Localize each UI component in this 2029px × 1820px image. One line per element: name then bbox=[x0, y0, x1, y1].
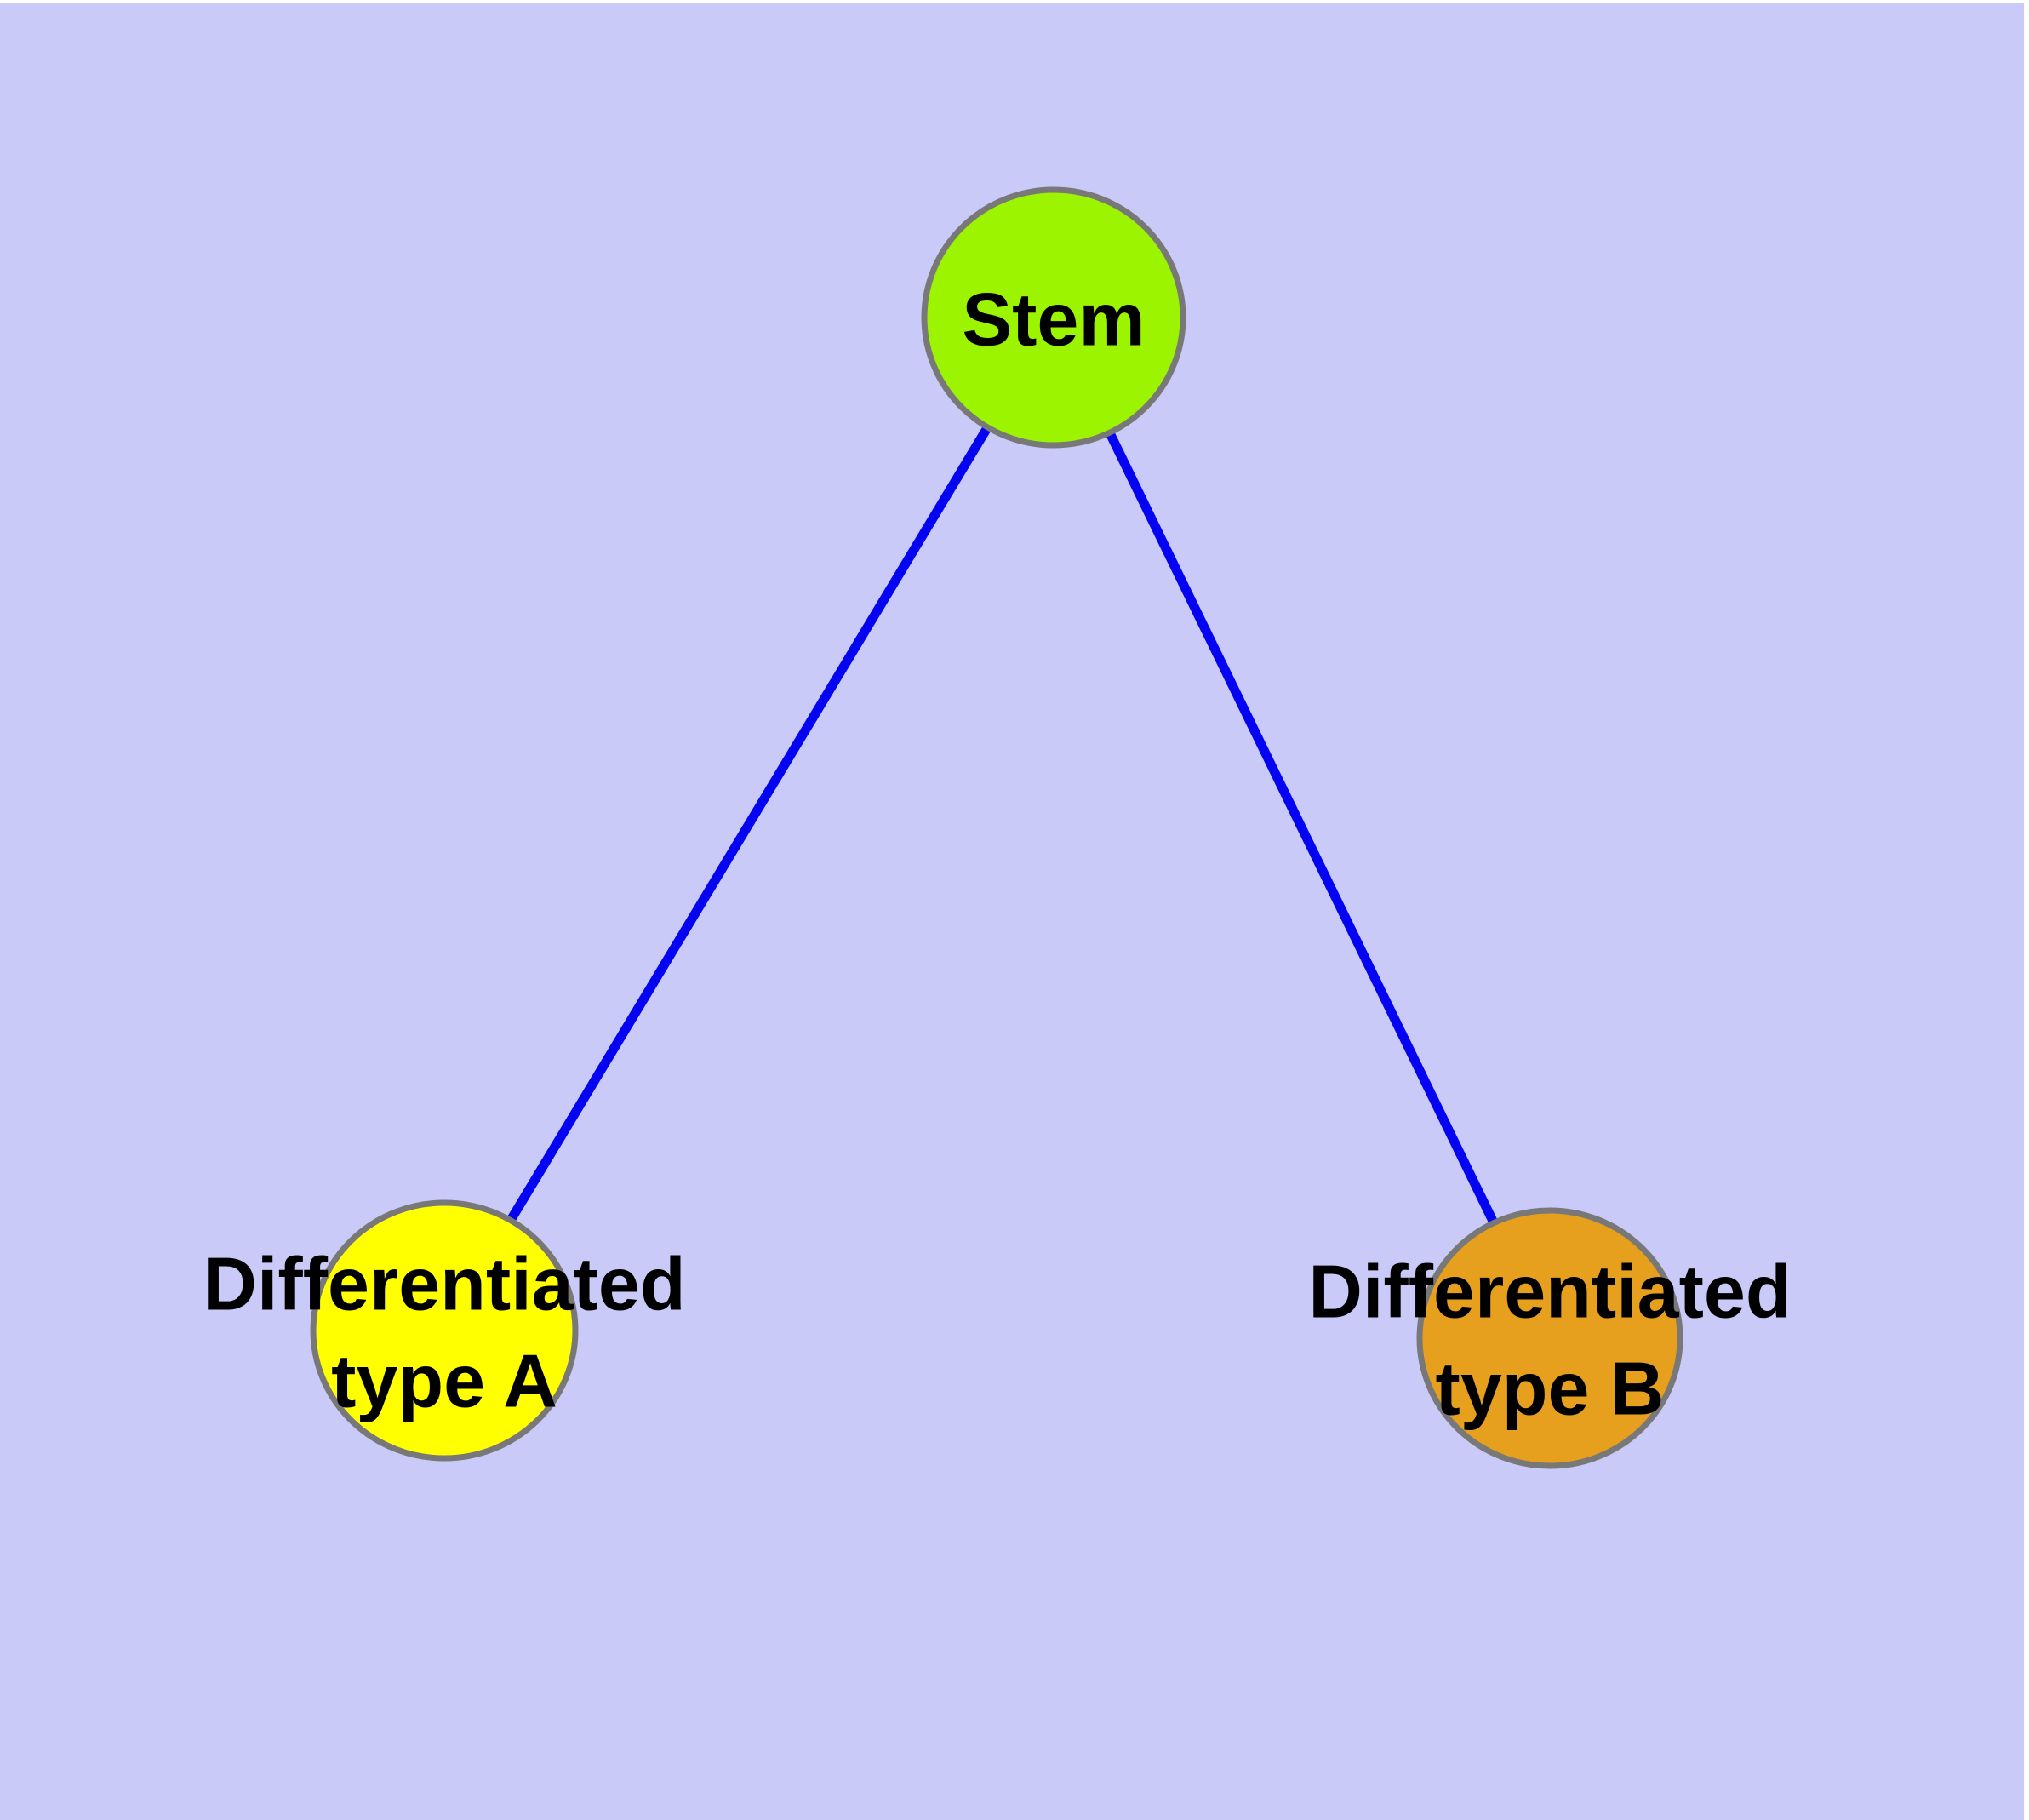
node-stem-shape bbox=[921, 186, 1186, 449]
node-diff-b-shape bbox=[1416, 1207, 1683, 1469]
node-diff-b-label-line-2: type B bbox=[1436, 1347, 1665, 1431]
node-stem: Stem bbox=[921, 186, 1186, 449]
node-stem-label-line-1: Stem bbox=[962, 278, 1145, 362]
node-diff-a: Differentiated type A bbox=[203, 1199, 686, 1462]
node-diff-a-label-line-1: Differentiated bbox=[203, 1242, 685, 1326]
node-diff-a-label-line-2: type A bbox=[331, 1339, 557, 1423]
edge-stem-to-diff-b bbox=[1049, 315, 1554, 1341]
node-diff-b: Differentiated type B bbox=[1308, 1207, 1792, 1469]
edge-stem-to-diff-a bbox=[440, 315, 1058, 1333]
node-diff-a-shape bbox=[310, 1199, 579, 1462]
node-diff-b-label-line-1: Differentiated bbox=[1308, 1250, 1791, 1334]
